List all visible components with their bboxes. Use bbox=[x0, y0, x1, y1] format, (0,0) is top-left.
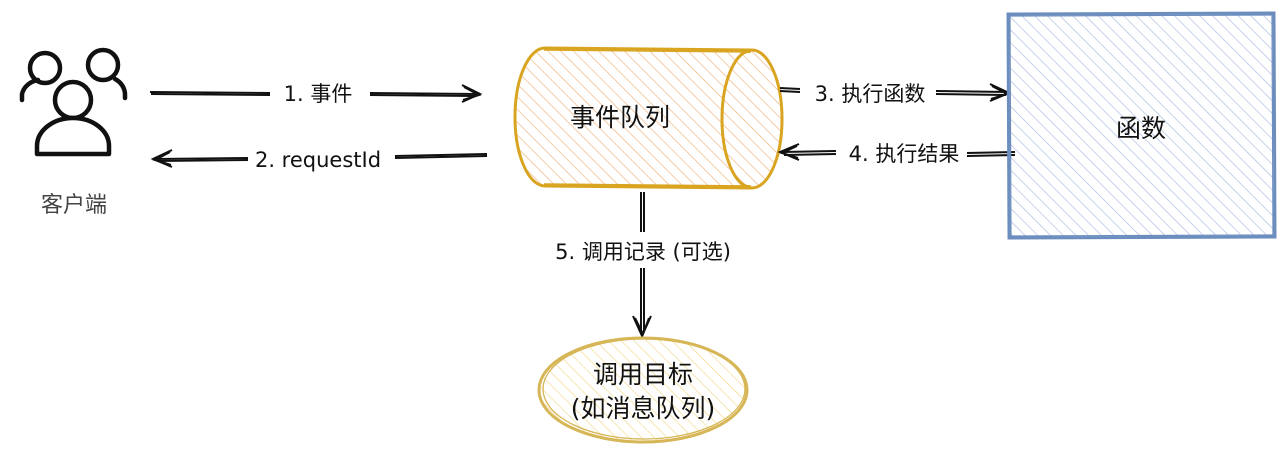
event-queue-node bbox=[513, 46, 784, 190]
event-queue-label: 事件队列 bbox=[570, 103, 670, 132]
invocation-target-node bbox=[537, 336, 749, 444]
invocation-target-label-line2: (如消息队列) bbox=[571, 394, 716, 423]
client-label: 客户端 bbox=[41, 193, 107, 218]
function-label: 函数 bbox=[1116, 114, 1166, 143]
edge-event bbox=[149, 84, 483, 103]
edge-label-result: 4. 执行结果 bbox=[849, 142, 960, 166]
invocation-target-label-line1: 调用目标 bbox=[593, 360, 693, 389]
edge-label-event: 1. 事件 bbox=[284, 82, 353, 106]
function-node bbox=[1006, 11, 1277, 240]
edge-request-id bbox=[150, 149, 488, 168]
users-icon bbox=[19, 47, 128, 157]
edge-result bbox=[777, 143, 1016, 161]
edge-label-execute: 3. 执行函数 bbox=[815, 82, 926, 106]
edge-invocation-record bbox=[632, 192, 652, 339]
edge-label-request-id: 2. requestId bbox=[255, 148, 381, 172]
edge-label-invocation-record: 5. 调用记录 (可选) bbox=[555, 240, 731, 264]
